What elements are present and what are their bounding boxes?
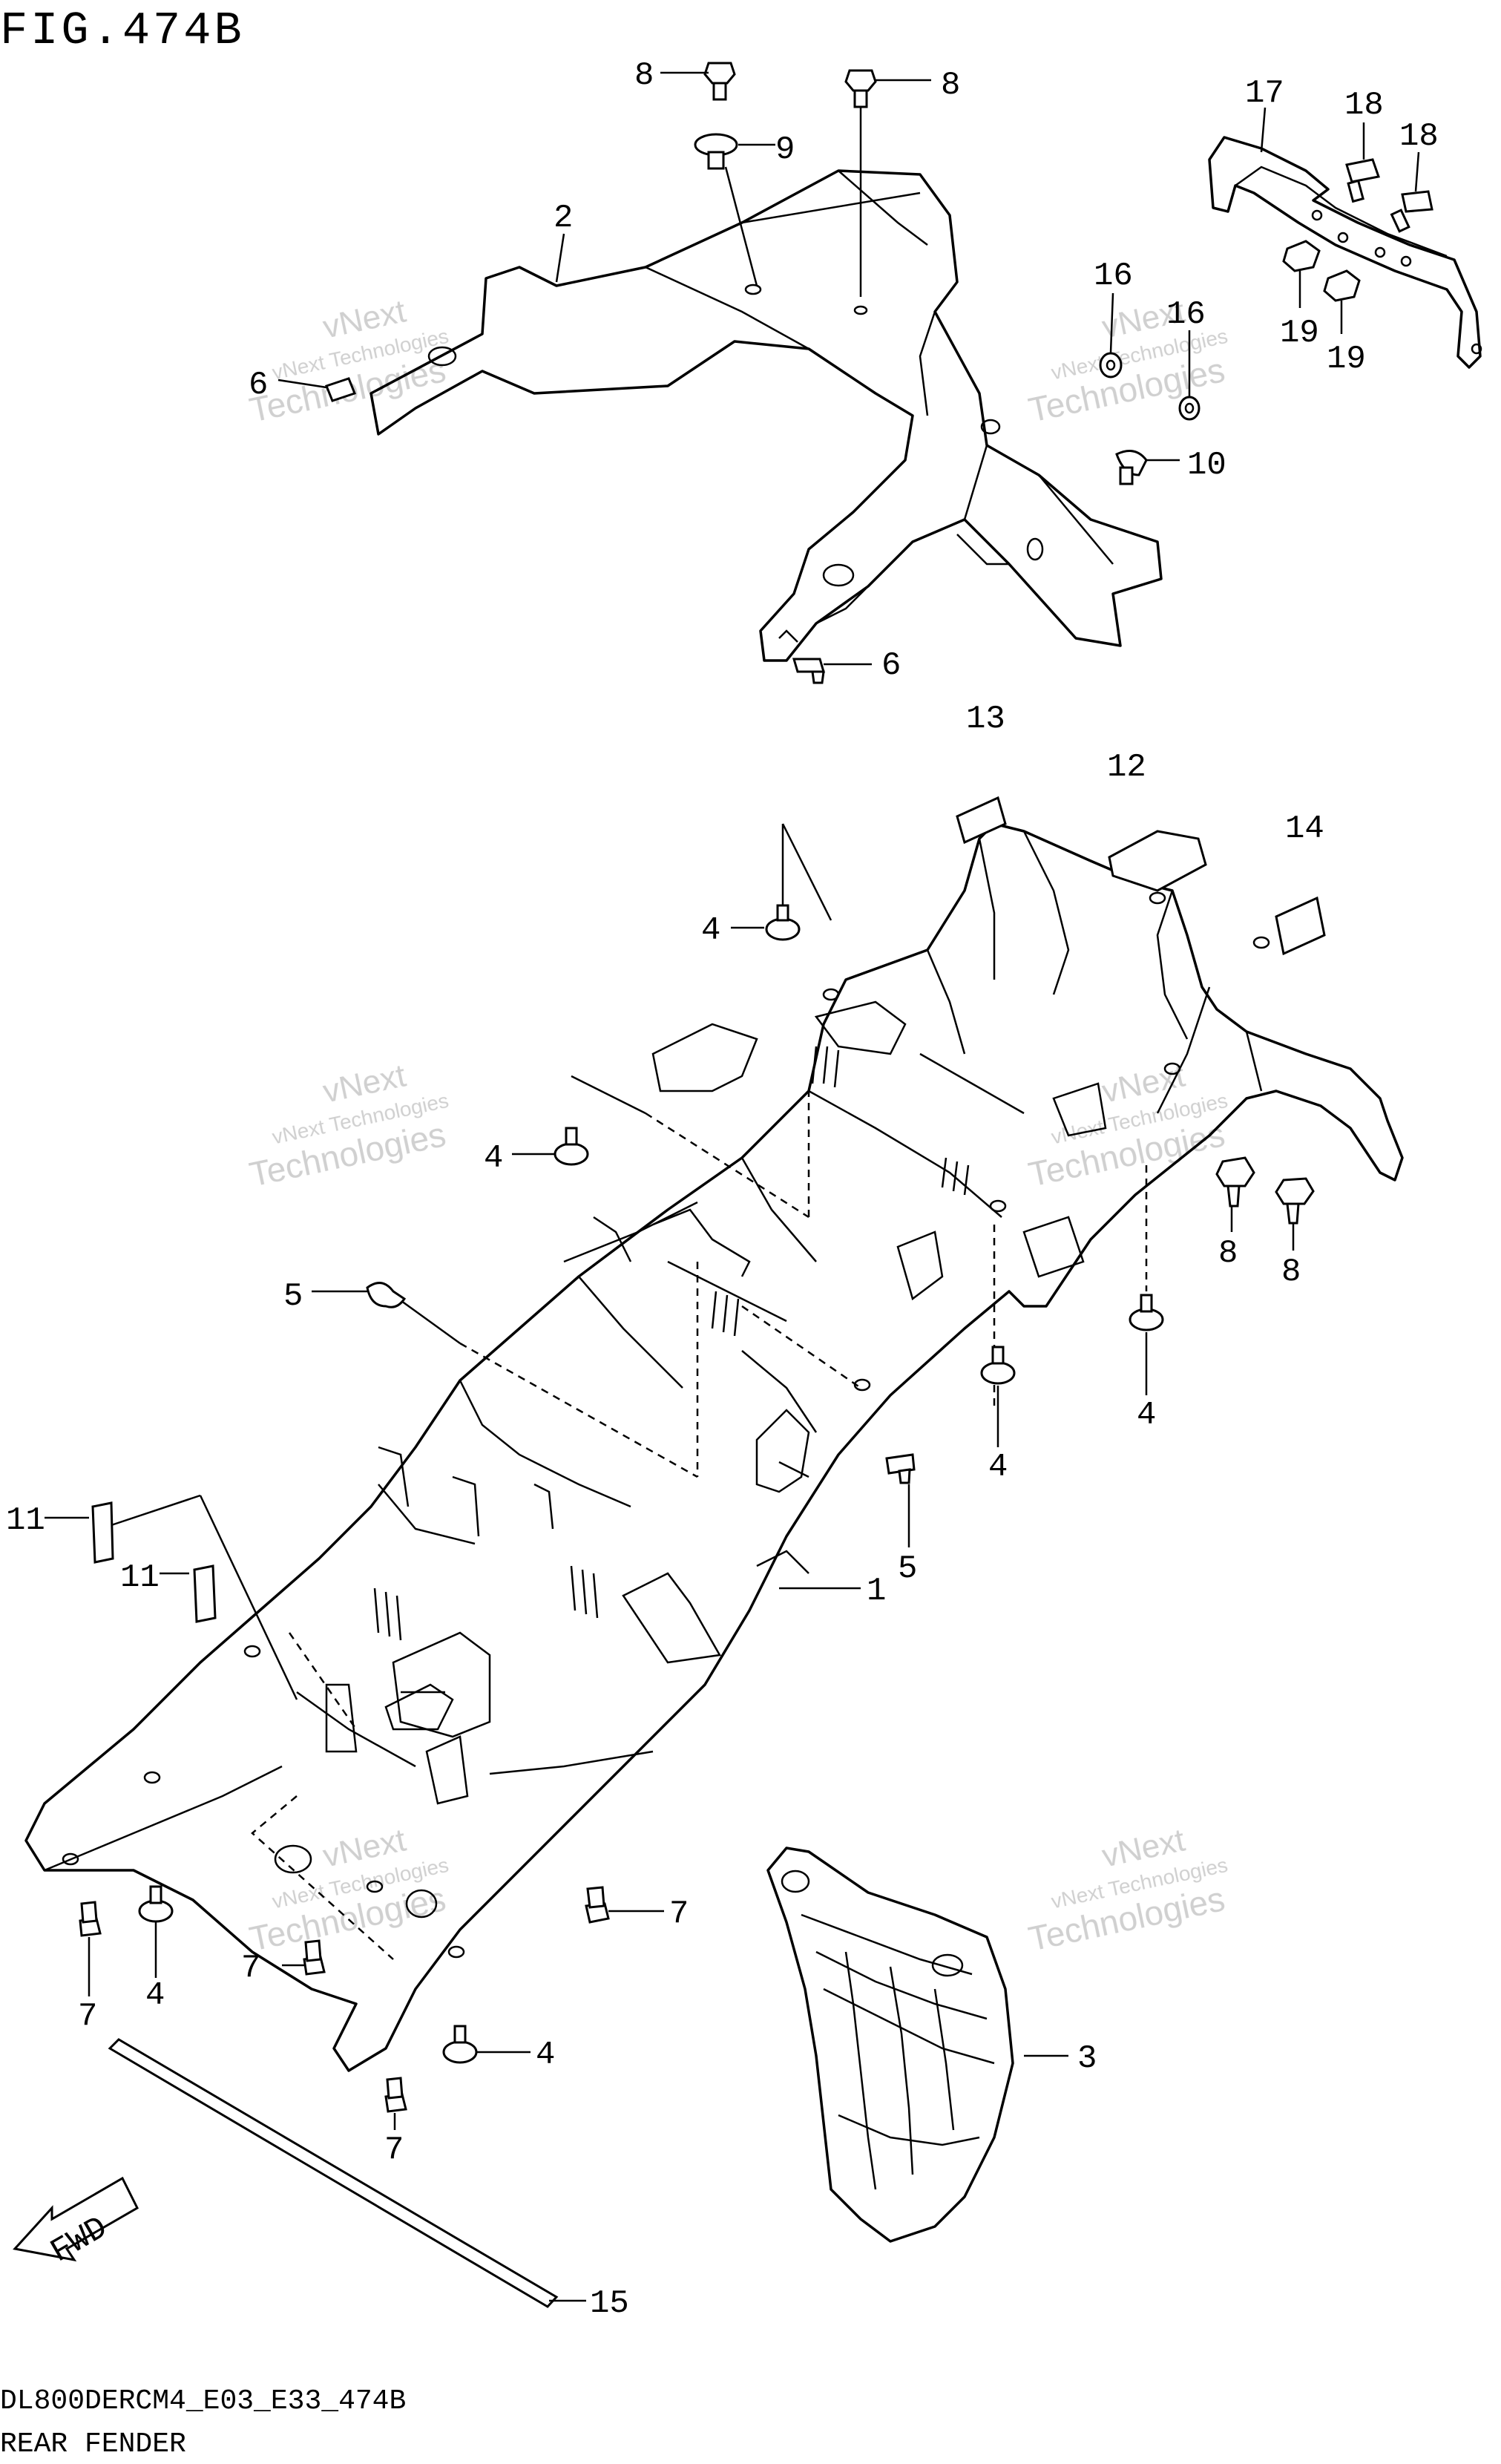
callout-5: 5 xyxy=(898,1550,917,1587)
pad-12 xyxy=(1108,830,1207,892)
clip-9 xyxy=(694,133,738,170)
bolt-8-c xyxy=(1215,1156,1255,1208)
callout-14: 14 xyxy=(1285,810,1324,848)
callout-1: 1 xyxy=(867,1573,886,1610)
nut-4-d xyxy=(980,1346,1016,1385)
clip-10 xyxy=(1115,450,1148,485)
nut-4-e xyxy=(138,1885,174,1923)
watermark: vNext vNext Technologies Technologies xyxy=(246,292,451,429)
clip-5-a xyxy=(366,1282,407,1308)
callout-7: 7 xyxy=(241,1950,260,1987)
leader-lines-part1 xyxy=(45,823,861,1700)
leader-lines-upper xyxy=(277,71,1420,666)
callout-17: 17 xyxy=(1245,75,1284,112)
callout-4: 4 xyxy=(145,1977,165,2014)
callout-9: 9 xyxy=(775,131,795,168)
callout-18: 18 xyxy=(1344,87,1384,124)
nut-4-f xyxy=(442,2025,478,2064)
callout-4: 4 xyxy=(484,1140,503,1177)
pad-14 xyxy=(1275,896,1326,956)
part-17-bracket xyxy=(1208,136,1482,369)
callout-4: 4 xyxy=(1137,1397,1156,1434)
callout-2: 2 xyxy=(554,200,573,237)
watermark-group: vNext vNext Technologies Technologies vN… xyxy=(246,292,1230,1958)
callout-7: 7 xyxy=(78,1998,97,2035)
nut-19-a xyxy=(1282,240,1321,272)
callout-8: 8 xyxy=(1218,1235,1238,1272)
callout-13: 13 xyxy=(966,701,1005,738)
watermark: vNext vNext Technologies Technologies xyxy=(246,1821,451,1958)
callout-6: 6 xyxy=(881,647,901,684)
diagram-code: DL800DERCM4_E03_E33_474B xyxy=(0,2385,406,2417)
screw-7-c xyxy=(303,1939,326,1976)
grommet-16-a xyxy=(1099,352,1123,379)
callout-7: 7 xyxy=(669,1895,689,1933)
callout-19: 19 xyxy=(1280,315,1319,352)
callout-7: 7 xyxy=(384,2132,404,2169)
fwd-arrow: FWD xyxy=(13,2176,139,2271)
callout-10: 10 xyxy=(1187,447,1226,484)
clip-5-b xyxy=(885,1453,916,1484)
nut-4-c xyxy=(1129,1294,1164,1331)
callout-12: 12 xyxy=(1107,749,1146,786)
screw-18-b xyxy=(1390,190,1433,233)
callout-8: 8 xyxy=(634,57,654,94)
part-1-rear-fender xyxy=(24,822,1404,2072)
nut-19-b xyxy=(1323,269,1361,302)
pad-13 xyxy=(956,796,1007,845)
callout-8: 8 xyxy=(1281,1254,1301,1291)
nut-4-a xyxy=(765,904,801,941)
watermark: vNext vNext Technologies Technologies xyxy=(246,1057,451,1193)
callout-8: 8 xyxy=(941,67,960,104)
pad-11-b xyxy=(193,1564,217,1623)
part-15-strip xyxy=(108,2038,559,2308)
diagram-name: REAR FENDER xyxy=(0,2428,186,2460)
callout-19: 19 xyxy=(1327,341,1366,378)
screw-7-b xyxy=(79,1901,102,1937)
callout-4: 4 xyxy=(988,1449,1008,1486)
dashed-reference-lines xyxy=(251,1091,1148,1960)
screw-7-a xyxy=(585,1886,610,1924)
callout-5: 5 xyxy=(283,1278,303,1315)
callout-4: 4 xyxy=(536,2037,555,2074)
callout-3: 3 xyxy=(1077,2040,1097,2077)
fastener-8-upper-right xyxy=(844,69,877,108)
watermark: vNext vNext Technologies Technologies xyxy=(1025,1057,1230,1193)
grommet-16-b xyxy=(1178,396,1201,421)
callout-6: 6 xyxy=(249,367,268,404)
clip-6-bottom xyxy=(792,658,826,684)
callout-16: 16 xyxy=(1094,258,1133,295)
clip-6-left xyxy=(325,377,356,402)
fastener-8-upper-left xyxy=(703,62,736,101)
leader-lines-fasteners xyxy=(88,926,1295,2130)
nut-4-b xyxy=(554,1127,589,1166)
screw-18-a xyxy=(1345,158,1380,203)
callout-16: 16 xyxy=(1166,296,1206,333)
watermark: vNext vNext Technologies Technologies xyxy=(1025,1821,1230,1958)
bolt-8-d xyxy=(1275,1177,1315,1225)
screw-7-d xyxy=(384,2077,407,2113)
figure-title: FIG.474B xyxy=(0,4,245,57)
callout-11: 11 xyxy=(6,1502,45,1539)
callout-labels: 8 8 9 2 6 16 16 10 6 17 18 18 19 19 13 1… xyxy=(6,57,1439,2322)
part-2-rear-cover xyxy=(369,169,1163,662)
callout-18: 18 xyxy=(1399,118,1439,155)
pad-11-a xyxy=(91,1501,114,1564)
callout-15: 15 xyxy=(590,2285,629,2322)
callout-11: 11 xyxy=(120,1559,160,1596)
part-3-inner-liner xyxy=(766,1847,1014,2243)
callout-4: 4 xyxy=(701,912,720,949)
